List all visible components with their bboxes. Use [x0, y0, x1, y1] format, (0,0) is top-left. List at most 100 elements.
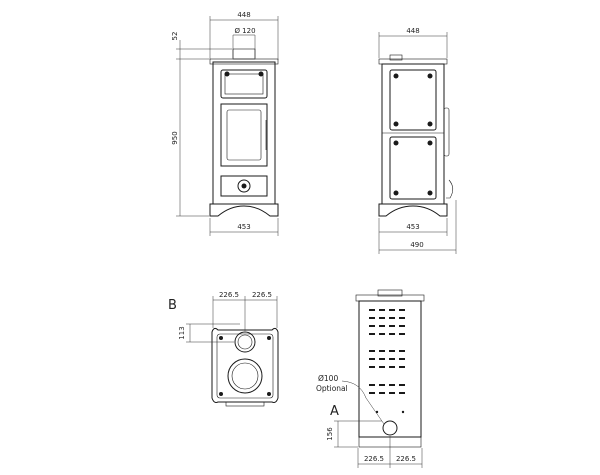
vent-slot — [389, 325, 395, 327]
air-regulator-knob-icon — [241, 183, 247, 189]
top-outline — [211, 327, 279, 403]
vent-slot — [399, 392, 405, 394]
vent-slot — [399, 384, 405, 386]
side-upper-panel — [389, 69, 437, 131]
vent-slot — [379, 309, 385, 311]
top-flue-offset-text: 113 — [178, 326, 186, 339]
vent-slot — [379, 325, 385, 327]
vent-slot — [389, 317, 395, 319]
front-ash-drawer — [220, 175, 268, 197]
ornament-icon — [393, 121, 399, 127]
side-flue — [389, 54, 403, 61]
side-depth-text: 490 — [410, 241, 423, 249]
vent-slot — [379, 366, 385, 368]
side-handle — [446, 179, 454, 199]
vent-slot — [389, 384, 395, 386]
front-width-bottom-text: 453 — [237, 223, 250, 231]
vent-slot — [389, 309, 395, 311]
ornament-icon — [427, 140, 433, 146]
top-flue-inner — [237, 334, 253, 350]
front-door-glass — [226, 109, 262, 161]
vent-slot — [389, 333, 395, 335]
front-door — [220, 103, 268, 167]
vent-slot — [389, 350, 395, 352]
back-half-right-text: 226.5 — [396, 455, 416, 463]
ornament-icon — [224, 71, 230, 77]
vent-slot — [379, 384, 385, 386]
vent-slot — [399, 333, 405, 335]
vent-slot — [369, 333, 375, 335]
ornament-icon — [267, 392, 271, 396]
vent-slot — [399, 350, 405, 352]
air-regulator-icon — [237, 179, 251, 193]
top-flue-outlet — [234, 331, 256, 353]
side-stove-body — [381, 63, 445, 205]
vent-slot — [369, 309, 375, 311]
top-air-inlet-inner — [231, 362, 259, 390]
optional-diameter-text: Ø100 — [318, 374, 338, 383]
vent-slot — [369, 384, 375, 386]
ornament-icon — [393, 140, 399, 146]
side-width-base-text: 453 — [406, 223, 419, 231]
back-vent-slots — [369, 309, 405, 394]
side-top-plate — [378, 58, 448, 65]
ornament-icon — [427, 121, 433, 127]
back-half-left-text: 226.5 — [364, 455, 384, 463]
vent-slot — [389, 392, 395, 394]
side-view: 448 453 490 — [378, 27, 457, 254]
vent-slot — [399, 325, 405, 327]
top-half-right-text: 226.5 — [252, 291, 272, 299]
front-upper-panel-inner — [224, 73, 264, 95]
vent-slot — [399, 309, 405, 311]
ornament-icon — [219, 392, 223, 396]
optional-leader-line — [341, 380, 385, 425]
front-base — [209, 203, 279, 217]
vent-slot — [399, 317, 405, 319]
vent-slot — [369, 366, 375, 368]
ornament-icon — [427, 190, 433, 196]
front-width-top-text: 448 — [237, 11, 250, 19]
view-label-a: A — [330, 404, 339, 419]
side-door-profile — [443, 107, 450, 157]
screw-icon — [401, 410, 405, 414]
vent-slot — [369, 317, 375, 319]
ornament-icon — [219, 336, 223, 340]
ornament-icon — [393, 190, 399, 196]
top-view: B 226.5 226.5 113 — [168, 291, 279, 407]
vent-slot — [389, 366, 395, 368]
vent-slot — [369, 392, 375, 394]
front-view: 448 Ø 120 52 950 453 — [171, 11, 279, 236]
front-top-offset-text: 52 — [171, 32, 179, 41]
vent-slot — [379, 358, 385, 360]
front-upper-panel — [220, 69, 268, 99]
top-inner-outline — [216, 333, 274, 399]
flue-collar — [232, 48, 256, 60]
ornament-icon — [393, 73, 399, 79]
vent-slot — [399, 358, 405, 360]
vent-slot — [379, 350, 385, 352]
back-flue — [377, 289, 403, 297]
top-front-edge — [225, 401, 265, 407]
side-width-top-text: 448 — [406, 27, 419, 35]
side-base — [378, 203, 448, 217]
vent-slot — [399, 366, 405, 368]
vent-slot — [389, 358, 395, 360]
ornament-icon — [427, 73, 433, 79]
vent-slot — [369, 325, 375, 327]
ornament-icon — [258, 71, 264, 77]
back-air-inlet — [382, 420, 398, 436]
vent-slot — [369, 358, 375, 360]
flue-diameter-text: Ø 120 — [234, 27, 255, 35]
inlet-height-text: 156 — [326, 427, 334, 441]
vent-slot — [369, 350, 375, 352]
top-half-left-text: 226.5 — [219, 291, 239, 299]
vent-slot — [379, 317, 385, 319]
vent-slot — [379, 392, 385, 394]
vent-slot — [379, 333, 385, 335]
top-air-inlet — [227, 358, 263, 394]
side-lower-panel — [389, 136, 437, 200]
optional-text: Optional — [316, 384, 348, 393]
view-label-b: B — [168, 298, 177, 313]
back-view: Ø100 Optional A 156 226.5 226.5 — [316, 289, 425, 468]
